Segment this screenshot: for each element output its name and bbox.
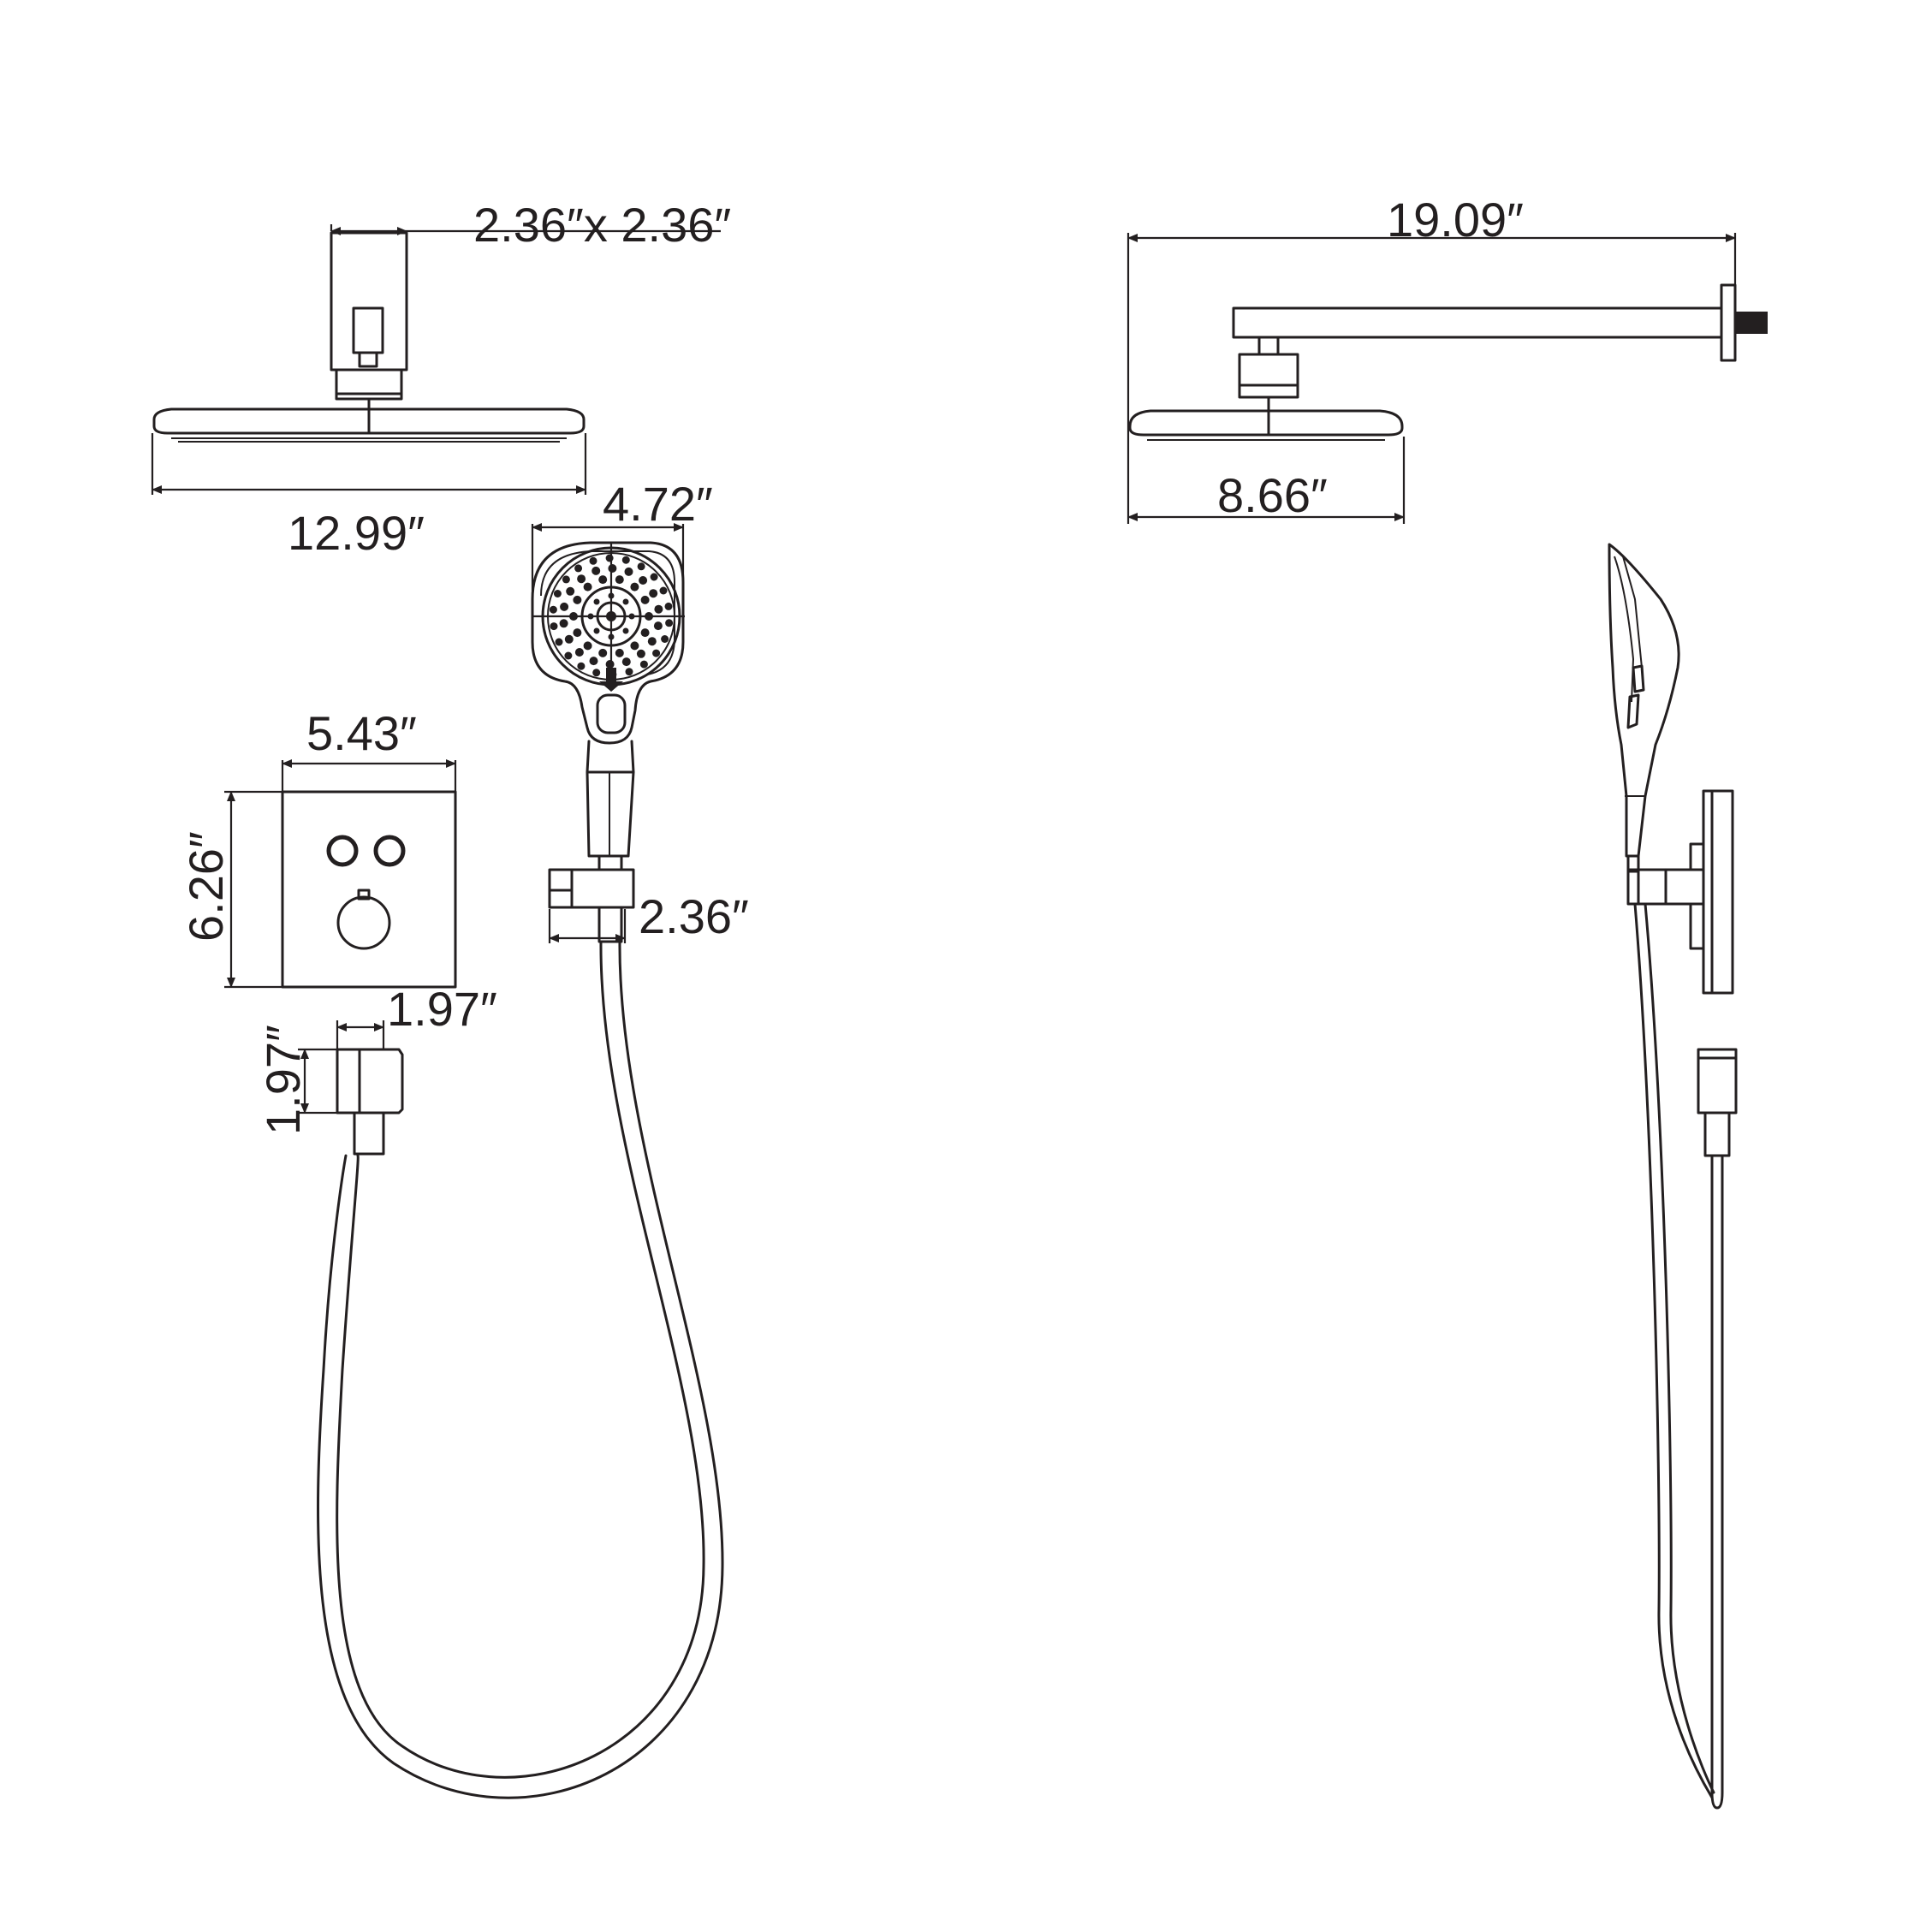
nozzle-dot xyxy=(608,564,617,573)
handshower-front-view xyxy=(317,523,724,1799)
nozzle-dot xyxy=(566,586,575,596)
valve-height-dimension: 6.26″ xyxy=(179,831,233,942)
nozzle-dot xyxy=(653,621,663,631)
nozzle-dot xyxy=(665,619,674,627)
nozzle-dot xyxy=(605,660,615,669)
rain-head-side-view xyxy=(1127,233,1768,524)
nozzle-dot xyxy=(640,628,650,638)
nozzle-dot xyxy=(625,668,633,676)
nozzle-dot xyxy=(637,562,645,571)
nozzle-dot xyxy=(605,554,614,562)
nozzle-dot xyxy=(645,612,653,621)
nozzle-dot xyxy=(621,556,630,564)
valve-trim-front-view xyxy=(224,759,457,989)
nozzle-dot xyxy=(577,662,586,670)
nozzle-dot xyxy=(649,589,658,598)
nozzle-dot xyxy=(654,604,663,614)
nozzle-dot xyxy=(630,582,639,591)
nozzle-dot xyxy=(652,649,661,657)
nozzle-dot xyxy=(559,619,568,628)
nozzle-dot xyxy=(553,590,562,597)
nozzle-dot xyxy=(593,598,600,605)
nozzle-dot xyxy=(587,613,594,620)
nozzle-dot xyxy=(615,648,624,657)
nozzle-dot xyxy=(589,556,597,565)
nozzle-dot xyxy=(636,649,645,658)
nozzle-dot xyxy=(664,602,673,610)
nozzle-dot xyxy=(598,575,608,585)
rain-head-front-view xyxy=(151,224,721,495)
head-width-front-dimension: 12.99″ xyxy=(288,506,425,560)
wall-elbow-front-view xyxy=(298,1020,404,1156)
nozzle-dot xyxy=(564,634,574,644)
valve-width-dimension: 5.43″ xyxy=(306,706,417,760)
nozzle-dot xyxy=(622,598,629,605)
nozzle-dot xyxy=(573,628,582,638)
nozzle-dot xyxy=(562,575,570,584)
overall-reach-dimension: 19.09″ xyxy=(1387,193,1524,247)
nozzle-dot xyxy=(647,637,657,646)
nozzle-dot xyxy=(560,602,569,611)
holder-width-dimension: 2.36″ xyxy=(639,889,749,943)
nozzle-dot xyxy=(569,612,578,621)
nozzle-dot xyxy=(577,574,586,584)
nozzle-dot xyxy=(608,592,615,599)
head-width-side-dimension: 8.66″ xyxy=(1217,468,1328,522)
nozzle-dot xyxy=(583,641,592,651)
nozzle-dot xyxy=(639,660,648,669)
nozzle-dot xyxy=(593,627,600,634)
nozzle-dot xyxy=(573,595,582,604)
nozzle-dot xyxy=(640,595,650,604)
nozzle-dot xyxy=(659,586,668,595)
nozzle-dot xyxy=(589,657,598,666)
nozzle-dot xyxy=(564,651,573,660)
nozzle-dot xyxy=(550,622,558,631)
elbow-width-dimension: 1.97″ xyxy=(387,982,497,1036)
nozzle-dot xyxy=(661,635,669,643)
nozzle-dot xyxy=(583,582,592,591)
nozzle-dot xyxy=(615,575,624,585)
nozzle-dot xyxy=(628,613,635,620)
nozzle-dot xyxy=(608,633,615,640)
nozzle-dot xyxy=(598,648,608,657)
elbow-height-dimension: 1.97″ xyxy=(256,1025,310,1135)
nozzle-dot xyxy=(650,573,658,581)
nozzle-dot xyxy=(574,648,584,657)
nozzle-dot xyxy=(555,638,563,646)
nozzle-dot xyxy=(591,566,601,575)
nozzle-dot xyxy=(592,669,601,677)
nozzle-dot xyxy=(639,576,648,585)
nozzle-dot xyxy=(624,567,633,576)
nozzle-dot xyxy=(621,657,631,667)
handshower-side-view xyxy=(1608,543,1738,1810)
nozzle-dot xyxy=(630,641,639,651)
arm-flange-dimension: 2.36″x 2.36″ xyxy=(473,198,731,252)
nozzle-dot xyxy=(574,564,583,573)
handshower-width-dimension: 4.72″ xyxy=(603,477,713,531)
nozzle-dot xyxy=(549,605,557,614)
nozzle-dot xyxy=(622,627,629,634)
